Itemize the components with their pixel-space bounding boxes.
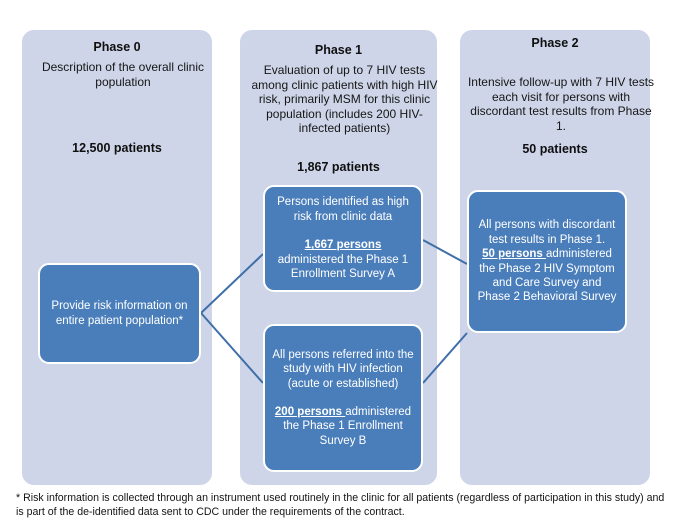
phase-1-title: Phase 1 xyxy=(314,43,363,57)
box-referred-line1: All persons referred into the study with… xyxy=(272,348,414,390)
box-high-risk-emphasis: 1,667 persons xyxy=(304,239,382,252)
box-provide-risk-information[interactable]: Provide risk information on entire patie… xyxy=(38,263,201,364)
box-high-risk-line1: Persons identified as high risk from cli… xyxy=(277,196,409,223)
box-high-risk-rest: administered the Phase 1 Enrollment Surv… xyxy=(277,253,409,281)
phase-2-description: Intensive follow-up with 7 HIV tests eac… xyxy=(467,75,655,133)
box-discordant-emphasis: 50 persons xyxy=(482,248,547,261)
box-discordant-test-results[interactable]: All persons with discordant test results… xyxy=(467,190,627,333)
phase-1-description: Evaluation of up to 7 HIV tests among cl… xyxy=(251,63,438,136)
phase-0-title: Phase 0 xyxy=(93,40,141,54)
phase-2-title: Phase 2 xyxy=(531,36,579,50)
phase-2-count: 50 patients xyxy=(522,142,588,156)
box-referred-rest: administered the Phase 1 Enrollment Surv… xyxy=(283,406,412,447)
box-risk-info-text: Provide risk information on entire patie… xyxy=(51,300,188,327)
phase-0-description: Description of the overall clinic popula… xyxy=(41,60,205,89)
box-discordant-rest: administered the Phase 2 HIV Symptom and… xyxy=(477,248,617,304)
phase-panel-phase-0 xyxy=(22,30,212,485)
box-high-risk-clinic-data[interactable]: Persons identified as high risk from cli… xyxy=(263,185,423,292)
box-discordant-line1: All persons with discordant test results… xyxy=(478,219,616,246)
footnote-text: * Risk information is collected through … xyxy=(16,492,665,518)
box-referred-emphasis: 200 persons xyxy=(274,406,346,418)
box-referred-line2: 200 persons administered the Phase 1 Enr… xyxy=(272,405,414,448)
phase-0-count: 12,500 patients xyxy=(72,141,162,155)
phase-1-count: 1,867 patients xyxy=(297,160,380,174)
box-discordant-line2: 50 persons administered the Phase 2 HIV … xyxy=(476,247,618,305)
box-referred-with-hiv-infection[interactable]: All persons referred into the study with… xyxy=(263,324,423,472)
box-high-risk-line2: 1,667 persons administered the Phase 1 E… xyxy=(272,238,414,281)
